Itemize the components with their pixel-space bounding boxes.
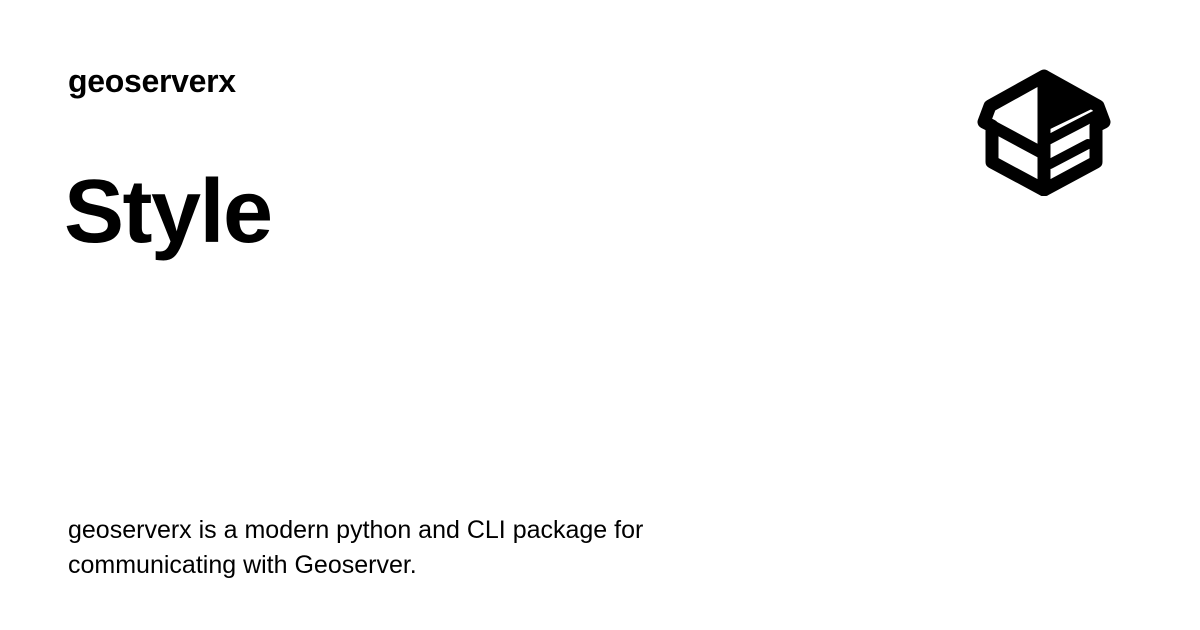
package-box-icon	[976, 68, 1112, 196]
site-name: geoserverx	[68, 63, 236, 99]
page-description: geoserverx is a modern python and CLI pa…	[68, 516, 644, 579]
page-title: Style	[64, 162, 273, 262]
